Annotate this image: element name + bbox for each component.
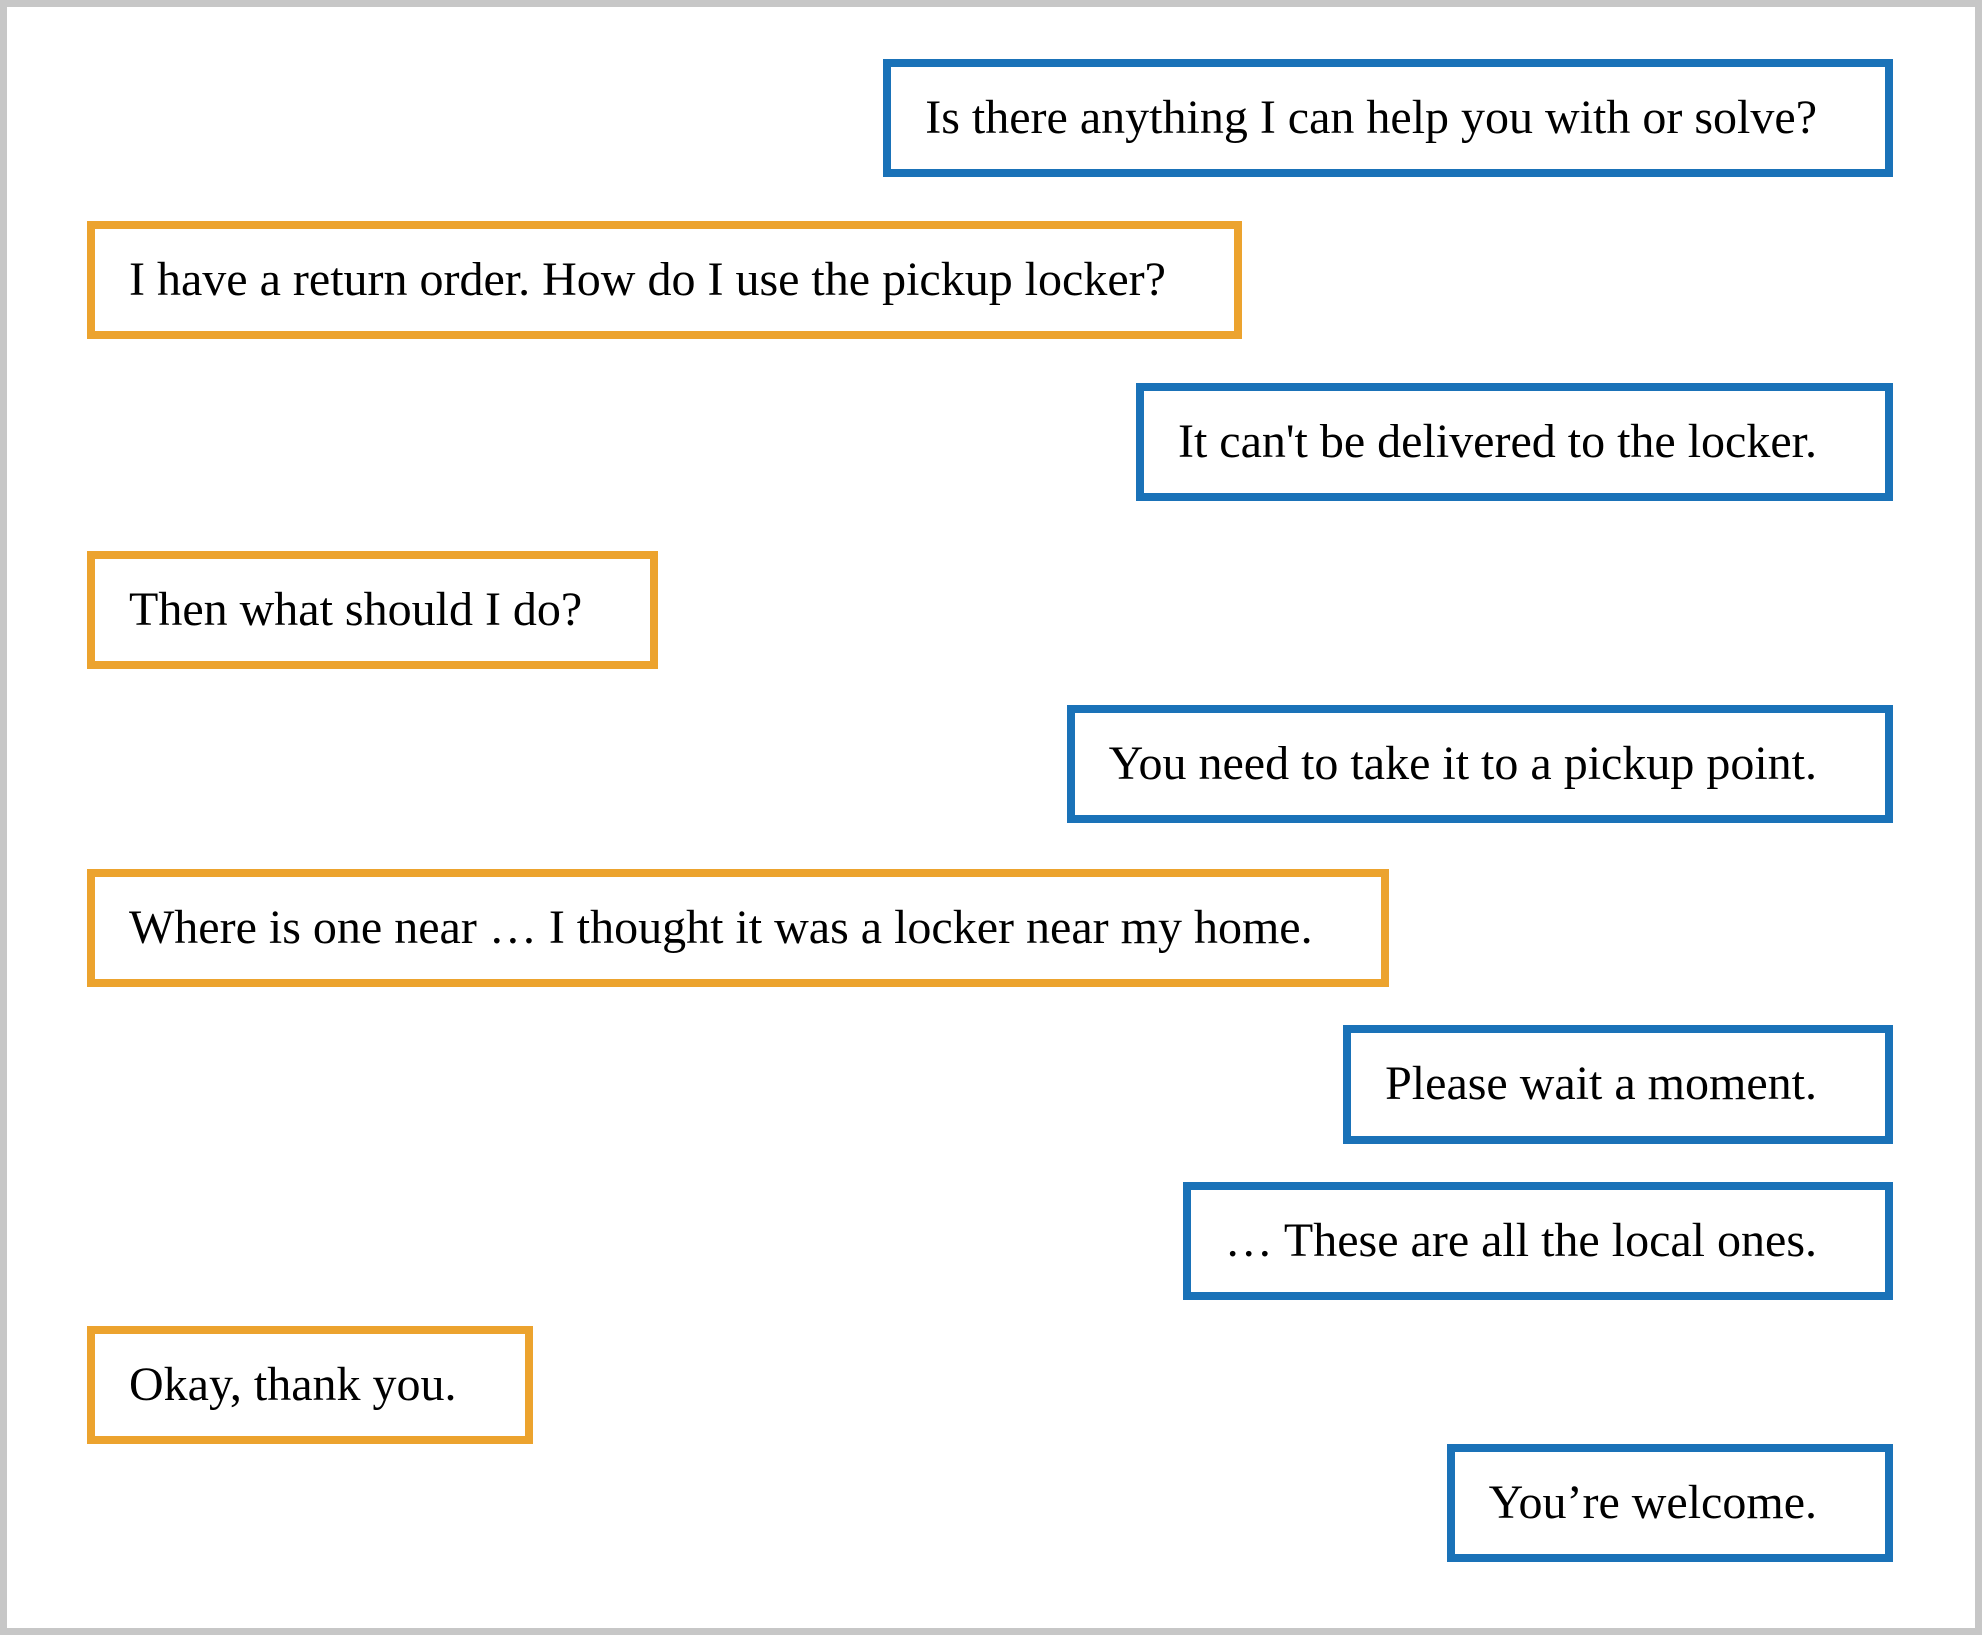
message-bubble-customer-2: Then what should I do? (87, 551, 659, 670)
message-row: It can't be delivered to the locker. (87, 383, 1893, 502)
message-row: Then what should I do? (87, 551, 1893, 670)
message-row: You need to take it to a pickup point. (87, 705, 1893, 824)
message-bubble-agent-1: Is there anything I can help you with or… (883, 59, 1893, 178)
message-row: Please wait a moment. (87, 1025, 1893, 1144)
message-bubble-agent-4: Please wait a moment. (1343, 1025, 1893, 1144)
message-bubble-customer-3: Where is one near … I thought it was a l… (87, 869, 1389, 988)
message-row: … These are all the local ones. (87, 1181, 1893, 1300)
message-bubble-agent-6: You’re welcome. (1446, 1443, 1893, 1562)
conversation: Is there anything I can help you with or… (7, 7, 1975, 1628)
message-row: You’re welcome. (87, 1443, 1893, 1562)
message-row: Okay, thank you. (87, 1325, 1893, 1444)
message-bubble-customer-1: I have a return order. How do I use the … (87, 221, 1242, 340)
message-bubble-customer-4: Okay, thank you. (87, 1325, 533, 1444)
message-bubble-agent-5: … These are all the local ones. (1182, 1181, 1893, 1300)
message-row: Is there anything I can help you with or… (87, 59, 1893, 178)
message-row: Where is one near … I thought it was a l… (87, 869, 1893, 988)
message-bubble-agent-3: You need to take it to a pickup point. (1066, 705, 1893, 824)
message-row: I have a return order. How do I use the … (87, 221, 1893, 340)
message-bubble-agent-2: It can't be delivered to the locker. (1135, 383, 1893, 502)
